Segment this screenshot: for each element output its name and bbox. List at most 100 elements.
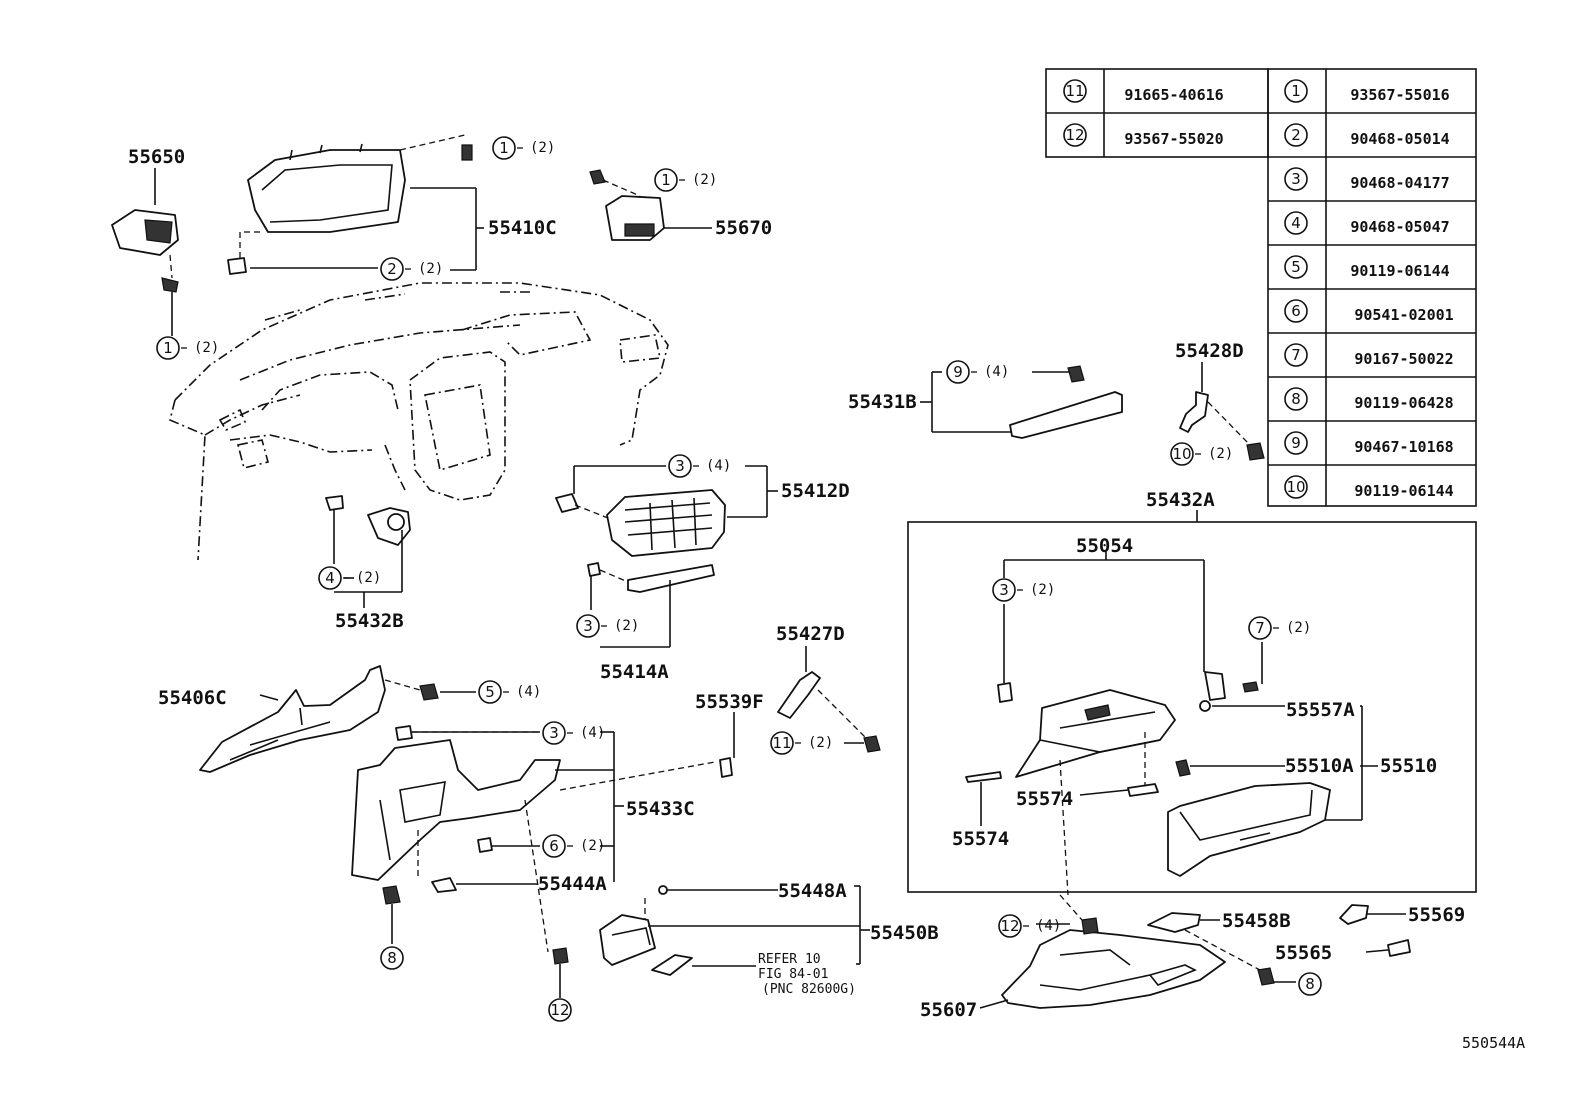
table-row: 12 93567-55020: [1063, 123, 1224, 148]
part-label: 55431B: [848, 391, 917, 413]
callout: 1(2): [156, 336, 219, 360]
part-number: 93567-55020: [1124, 130, 1223, 148]
callout-qty: (4): [706, 458, 731, 474]
callout: 7(2): [1248, 616, 1311, 640]
figure-code: 550544A: [1462, 1034, 1525, 1052]
part-label: 55510: [1380, 755, 1437, 777]
ref-circle: [1063, 79, 1087, 103]
callout-circle: [542, 834, 566, 858]
callout-ref: 3: [675, 457, 685, 475]
callout-circle: [1298, 972, 1322, 996]
part-number: 90541-02001: [1354, 306, 1453, 324]
ref-number: 3: [1291, 170, 1301, 188]
ref-circle: [1284, 387, 1308, 411]
glove-box-assembly-frame: [907, 521, 1477, 893]
table-row: 5 90119-06144: [1284, 255, 1450, 280]
callout-qty: (2): [1208, 446, 1233, 462]
callout-ref: 8: [1305, 975, 1315, 993]
refer-note-line: REFER 10: [758, 952, 821, 967]
callout: 10 (2): [1170, 442, 1233, 466]
callout-circle: [156, 336, 180, 360]
part-number: 90167-50022: [1354, 350, 1453, 368]
callout-ref: 8: [387, 949, 397, 967]
callout-circle: [992, 578, 1016, 602]
callout-circle: [478, 680, 502, 704]
ref-circle: [1284, 475, 1308, 499]
callout-qty: (2): [808, 735, 833, 751]
part-number: 93567-55016: [1350, 86, 1449, 104]
callout-qty: (2): [194, 340, 219, 356]
ref-circle: [1284, 167, 1308, 191]
ref-circle: [1284, 211, 1308, 235]
part-number: 90119-06144: [1350, 262, 1449, 280]
callout-qty: (2): [356, 570, 381, 586]
callout-ref: 10: [1172, 445, 1191, 463]
fastener-callouts: 1(2)1(2)2(2)1(2)3(4)4(2)3(2)9(4)10(2)3(2…: [156, 136, 1322, 1022]
part-label: 55428D: [1175, 340, 1244, 362]
part-label: 55410C: [488, 217, 557, 239]
ref-circle: [1284, 79, 1308, 103]
part-label: 55650: [128, 146, 185, 168]
callout: 2(2): [380, 257, 443, 281]
callout-circle: [1248, 616, 1272, 640]
part-label: 55432A: [1146, 489, 1215, 511]
callout: 1(2): [654, 168, 717, 192]
part-label: 55450B: [870, 922, 939, 944]
ref-number: 5: [1291, 258, 1301, 276]
callout: 12 (4): [998, 914, 1061, 938]
callout-ref: 3: [583, 617, 593, 635]
callout-ref: 6: [549, 837, 559, 855]
instrument-panel-outline: [169, 282, 669, 561]
part-label: 55427D: [776, 623, 845, 645]
callout-circle: [946, 360, 970, 384]
part-label: 55054: [1076, 535, 1133, 557]
callout-ref: 12: [550, 1001, 569, 1019]
part-label: 55574: [1016, 788, 1073, 810]
callout-ref: 1: [661, 171, 671, 189]
callout-circle: [770, 731, 794, 755]
callout-ref: 2: [387, 260, 397, 278]
leader-lines: [154, 168, 1406, 1009]
ref-number: 9: [1291, 434, 1301, 452]
callout: 11(2): [770, 731, 833, 755]
callout-circle: [318, 566, 342, 590]
callout-qty: (4): [1036, 918, 1061, 934]
callout-ref: 5: [485, 683, 495, 701]
callout-qty: (4): [580, 725, 605, 741]
callout-qty: (2): [614, 618, 639, 634]
part-number: 91665-40616: [1124, 86, 1223, 104]
ref-circle: [1284, 431, 1308, 455]
callout-ref: 9: [953, 363, 963, 381]
callout: 3 (4): [668, 454, 731, 478]
ref-number: 2: [1291, 126, 1301, 144]
callout: 4(2): [318, 566, 381, 590]
callout: 8: [1298, 972, 1322, 996]
callout-circle: [1170, 442, 1194, 466]
ref-circle: [1284, 255, 1308, 279]
callout-ref: 12: [1000, 917, 1019, 935]
callout: 9 (4): [946, 360, 1009, 384]
part-label: 55510A: [1285, 755, 1354, 777]
part-label: 55574: [952, 828, 1009, 850]
ref-number: 12: [1065, 126, 1084, 144]
callout: 3 (2): [576, 614, 639, 638]
callout-circle: [576, 614, 600, 638]
callout-qty: (2): [530, 140, 555, 156]
part-label: 55607: [920, 999, 977, 1021]
callout: 6(2): [542, 834, 605, 858]
part-number: 90119-06144: [1354, 482, 1453, 500]
refer-note-line: FIG 84-01: [758, 967, 828, 982]
callout-qty: (4): [984, 364, 1009, 380]
part-label: 55433C: [626, 798, 695, 820]
ref-circle: [1063, 123, 1087, 147]
